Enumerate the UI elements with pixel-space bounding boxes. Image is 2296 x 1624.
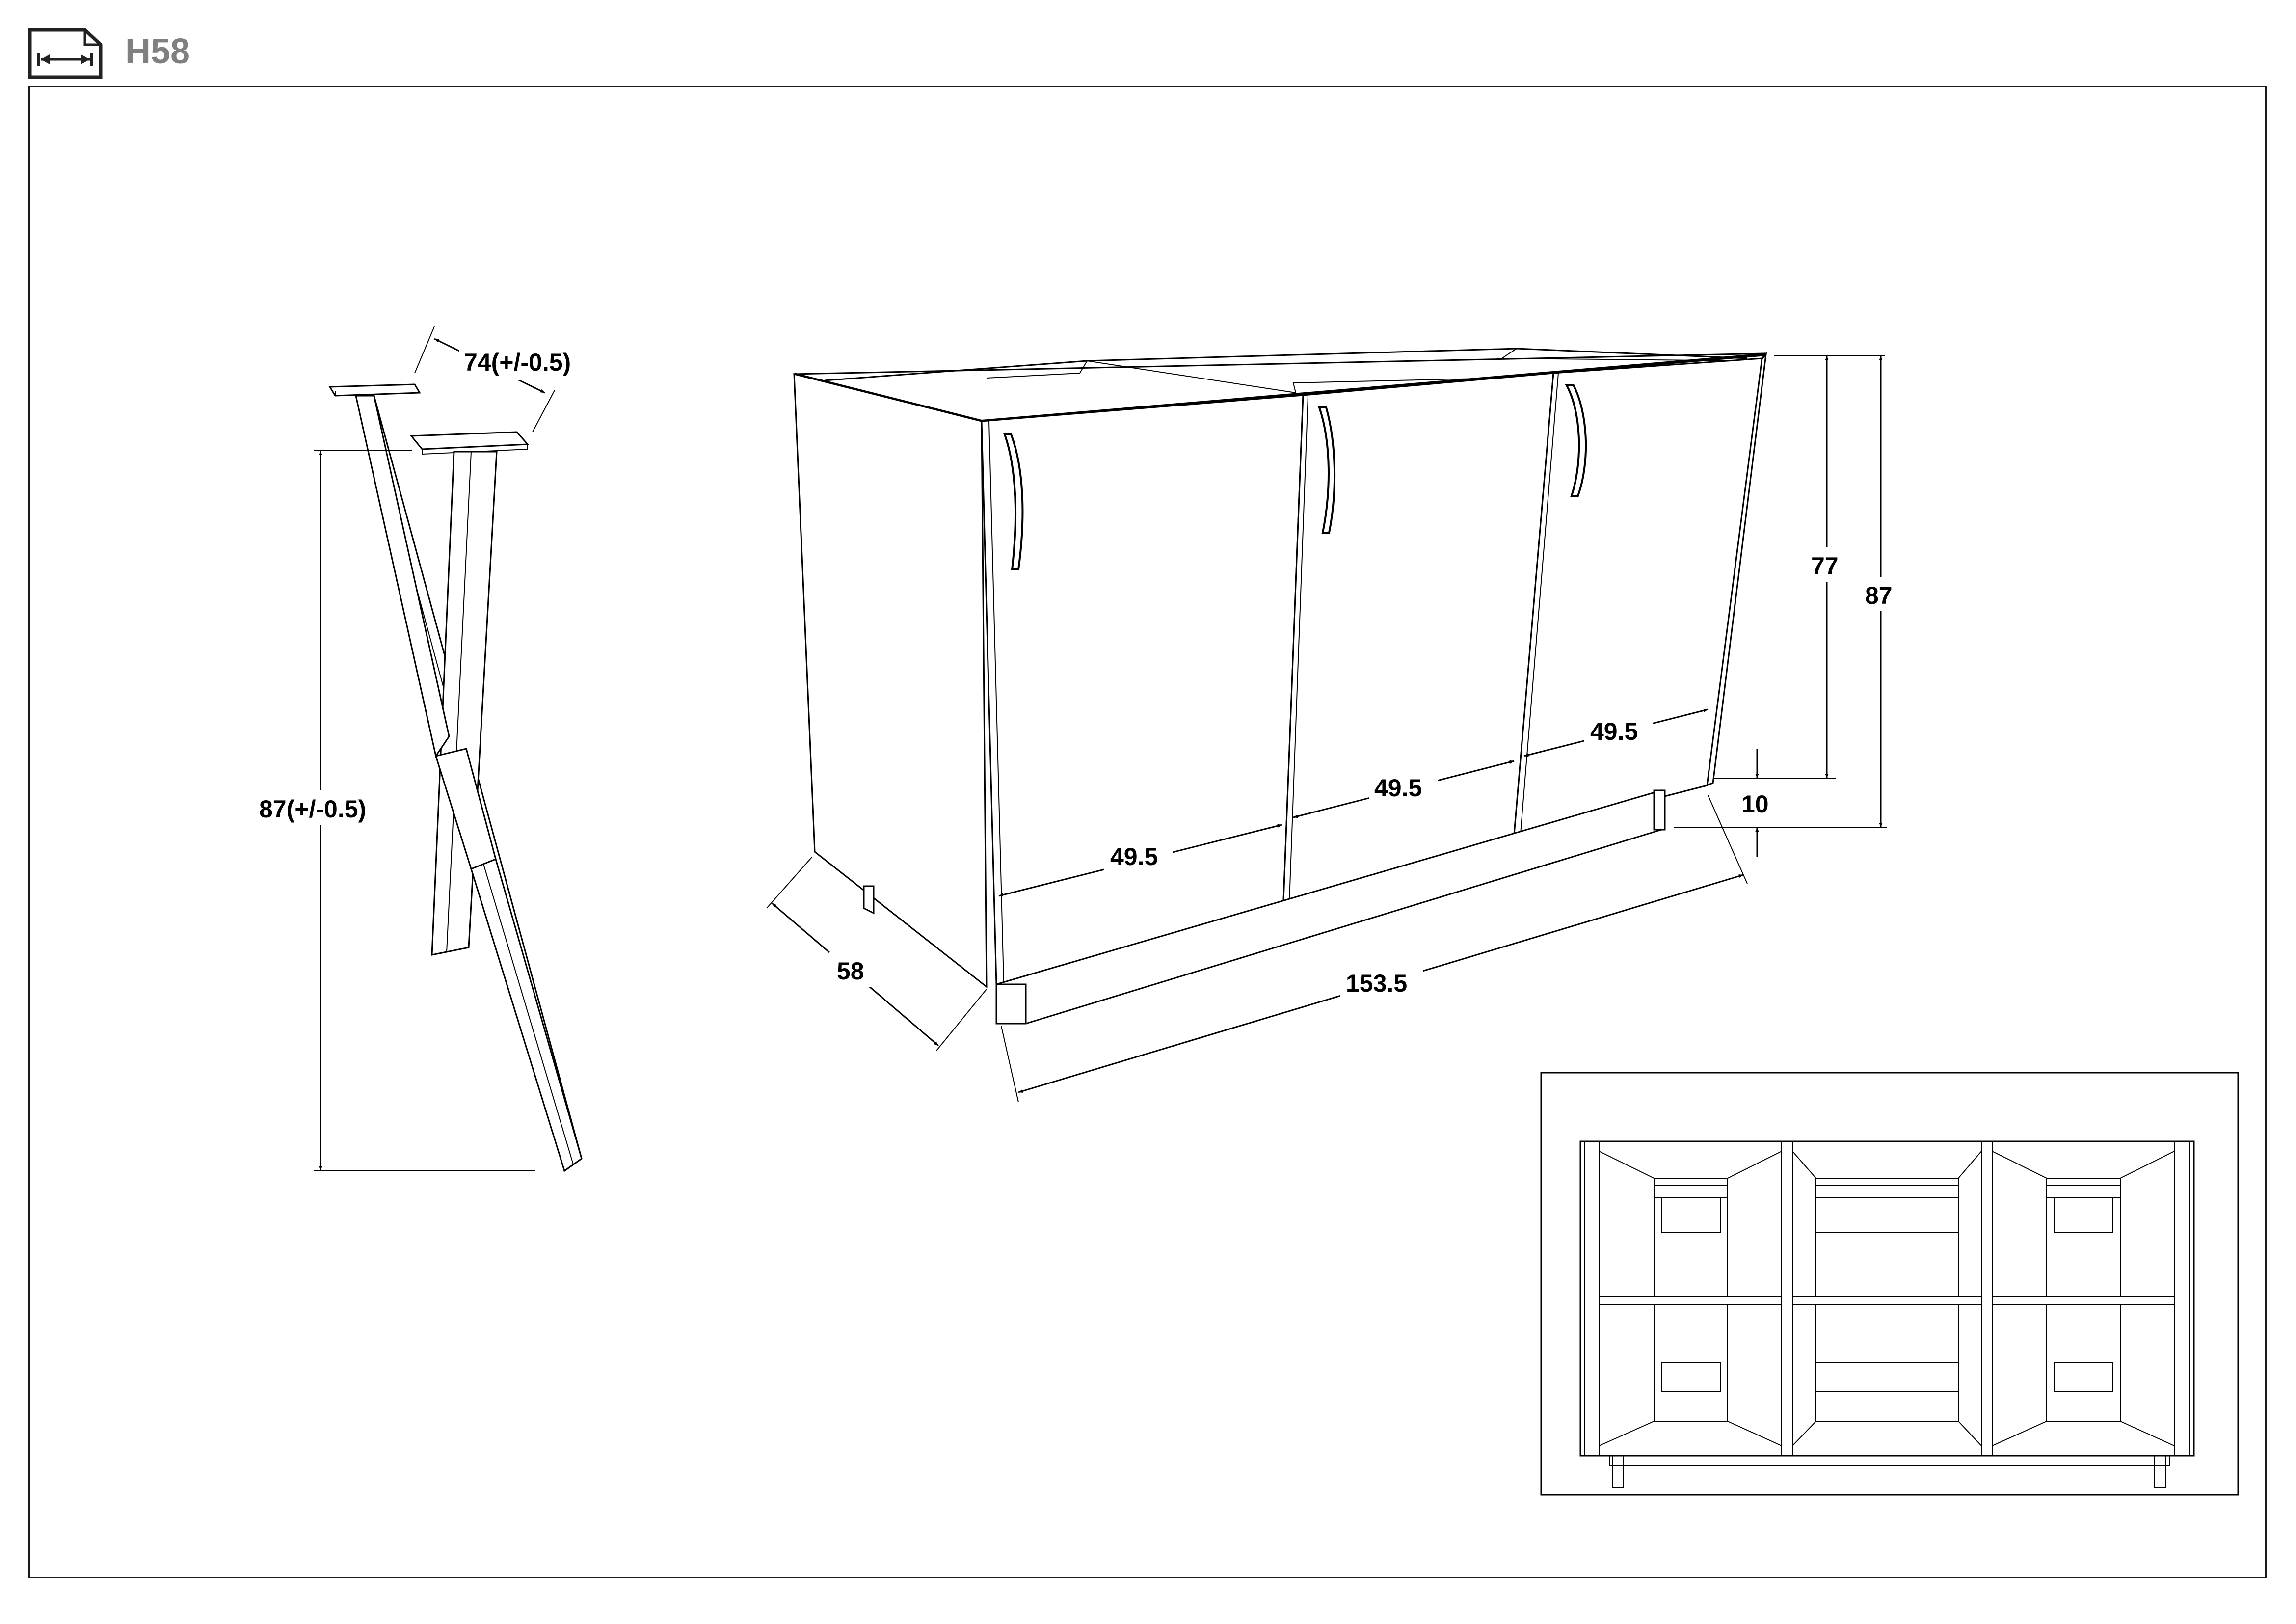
leg-top-width-dimension: 74(+/-0.5) (414, 326, 584, 433)
door-width-dimension-right: 49.5 (1523, 708, 1709, 757)
door-right (1513, 357, 1763, 836)
handle-right (1565, 384, 1587, 497)
door-width-middle-label: 49.5 (1374, 774, 1422, 802)
body-height-label: 77 (1811, 552, 1839, 580)
product-code: H58 (125, 32, 190, 71)
leg-mounting-plate-back (328, 383, 421, 397)
plinth-height-dimension: 10 (1741, 749, 1769, 857)
x-leg-drawing: 74(+/-0.5) 87(+/-0.5) (255, 326, 584, 1172)
depth-dimension: 58 (766, 856, 987, 1051)
body-height-dimension: 77 (1713, 355, 1885, 779)
drawing-frame (28, 86, 2267, 1578)
total-height-dimension: 87 (1674, 356, 1902, 828)
inset-frame (1540, 1072, 2239, 1496)
door-width-dimension-middle: 49.5 (1293, 760, 1515, 818)
total-width-label: 153.5 (1346, 970, 1407, 997)
door-left (981, 394, 1304, 985)
header: H58 (27, 20, 190, 83)
leg-top-width-label: 74(+/-0.5) (464, 349, 571, 376)
door-width-left-label: 49.5 (1110, 843, 1158, 870)
cabinet-left-side (793, 373, 988, 989)
cabinet-drawing: 49.5 49.5 49.5 153.5 58 (766, 348, 1902, 1103)
door-width-right-label: 49.5 (1590, 718, 1638, 745)
door-width-dimension-left: 49.5 (998, 824, 1282, 897)
total-height-label: 87 (1865, 582, 1893, 609)
leg-mounting-plate-front (409, 431, 530, 455)
leg-height-label: 87(+/-0.5) (259, 795, 366, 823)
leg-front-strut (431, 451, 498, 956)
door-middle (1282, 372, 1554, 902)
handle-left (1003, 433, 1024, 570)
handle-middle (1318, 406, 1336, 534)
total-width-dimension: 153.5 (1001, 795, 1748, 1103)
leg-height-dimension: 87(+/-0.5) (255, 450, 535, 1171)
interior-front-view-inset (1540, 1072, 2239, 1496)
plinth-height-label: 10 (1741, 790, 1769, 818)
width-dimension-icon (28, 28, 103, 79)
depth-label: 58 (837, 957, 864, 985)
